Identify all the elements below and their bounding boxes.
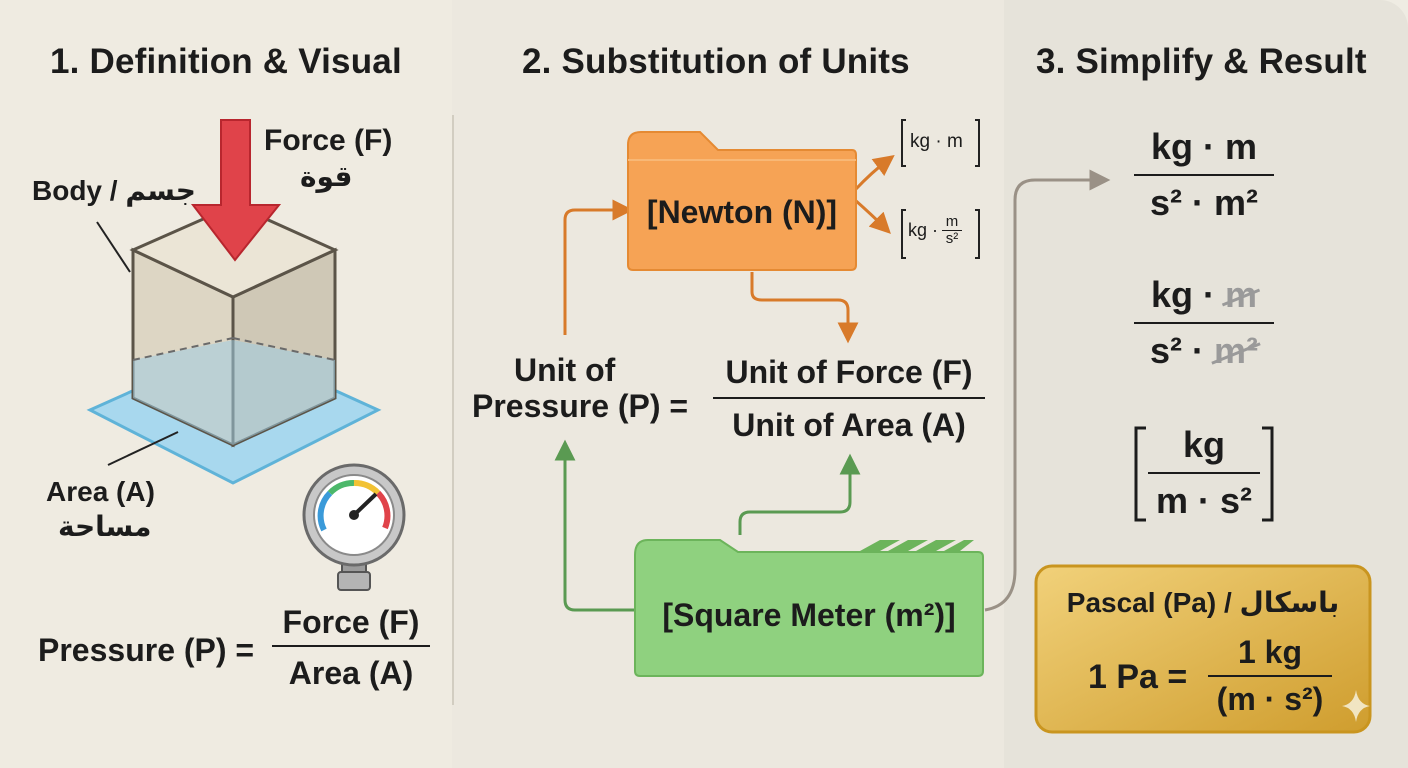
step3-denominator: m · s²: [1155, 480, 1252, 521]
simplify-step-2: kg · m s² · m²: [1134, 274, 1274, 372]
step2-numerator-cancel: m: [1225, 274, 1258, 315]
force-label: Force (F): [264, 124, 393, 157]
unit-formula-lhs-line1: Unit of: [514, 352, 616, 388]
fraction-bar: [1208, 675, 1332, 677]
square-meter-folder: [634, 539, 984, 677]
pascal-title: Pascal (Pa) / باسكال: [1066, 587, 1340, 618]
pascal-formula-fraction: 1 kg (m · s²): [1208, 634, 1332, 718]
step2-denominator-keep: s² ·: [1149, 330, 1204, 371]
body-label: Body / جسم: [32, 175, 196, 206]
pascal-formula-numerator: 1 kg: [1237, 634, 1303, 670]
fraction-bar: [1134, 174, 1274, 176]
newton-folder: [627, 131, 857, 271]
unit-formula-denominator: Unit of Area (A): [732, 407, 966, 443]
step2-numerator: kg · m: [1151, 274, 1257, 322]
pressure-gauge-icon: [302, 463, 406, 591]
pascal-formula-lhs: 1 Pa =: [1088, 658, 1188, 696]
pascal-formula-denominator: (m · s²): [1216, 681, 1324, 717]
newton-expansion-2-prefix: kg ·: [908, 220, 939, 240]
simplify-step-1: kg · m s² · m²: [1134, 126, 1274, 224]
newton-expansion-2-numerator: m: [945, 213, 959, 230]
pressure-formula-denominator: Area (A): [288, 655, 414, 691]
fraction-bar: [942, 230, 963, 231]
step3-numerator: kg: [1182, 424, 1225, 465]
newton-box-label: [Newton (N)]: [646, 193, 838, 230]
panel-divider: [452, 115, 454, 705]
fraction-bar: [713, 397, 985, 399]
pressure-formula-numerator: Force (F): [282, 604, 420, 640]
body-cube: [129, 203, 339, 448]
area-label-arabic: مساحة: [58, 511, 152, 542]
force-arrow: [190, 119, 282, 262]
fraction-bar: [1134, 322, 1274, 324]
step1-denominator: s² · m²: [1150, 182, 1258, 223]
fraction-bar: [1148, 472, 1260, 474]
newton-expansion-2-fraction: m s²: [942, 213, 963, 247]
newton-expansion-1: kg · m: [910, 131, 963, 152]
area-label: Area (A): [46, 476, 155, 507]
square-meter-box-label: [Square Meter (m²)]: [662, 596, 956, 633]
fraction-bar: [272, 645, 430, 647]
unit-formula-fraction: Unit of Force (F) Unit of Area (A): [713, 354, 985, 444]
unit-formula-numerator: Unit of Force (F): [725, 354, 973, 390]
panel3-title: 3. Simplify & Result: [1036, 42, 1367, 81]
force-label-arabic: قوة: [300, 161, 353, 192]
panel2-title: 2. Substitution of Units: [522, 42, 910, 81]
sparkle-icon: [1342, 690, 1370, 722]
newton-expansion-2: kg · m s²: [908, 213, 963, 247]
pascal-result-box: [1034, 564, 1372, 734]
simplify-step-3: kg m · s²: [1148, 424, 1260, 522]
step2-denominator: s² · m²: [1150, 324, 1258, 372]
panel1-title: 1. Definition & Visual: [50, 42, 402, 81]
step2-denominator-cancel: m²: [1214, 330, 1258, 371]
unit-formula-lhs-line2: Pressure (P) =: [472, 388, 689, 424]
pressure-formula-lhs: Pressure (P) =: [38, 632, 255, 668]
pressure-formula-fraction: Force (F) Area (A): [272, 604, 430, 692]
step1-numerator: kg · m: [1150, 126, 1257, 167]
newton-expansion-2-denominator: s²: [945, 230, 959, 247]
step2-numerator-keep: kg ·: [1150, 274, 1215, 315]
